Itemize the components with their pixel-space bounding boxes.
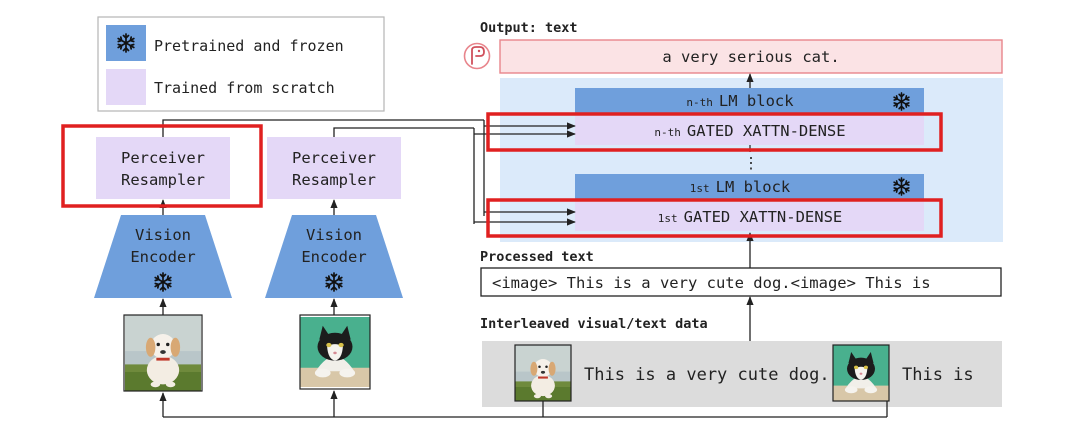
highlight-first-xattn bbox=[486, 198, 943, 238]
scratch-legend-swatch bbox=[106, 69, 146, 105]
interleaved-data-heading: Interleaved visual/text data bbox=[480, 316, 708, 332]
left-resampler-line2: Resampler bbox=[121, 171, 205, 189]
legend-frozen-label: Pretrained and frozen bbox=[154, 37, 344, 55]
right-perceiver-resampler bbox=[267, 137, 401, 199]
first-lm-block bbox=[575, 174, 924, 199]
first-gated-xattn-dense bbox=[575, 202, 924, 231]
right-encoder-line1: Vision bbox=[306, 226, 362, 244]
interleaved-cat-image bbox=[832, 344, 890, 402]
highlight-boxes bbox=[61, 112, 943, 238]
left-perceiver-resampler bbox=[96, 137, 230, 199]
interleaved-text-segment-2: This is bbox=[902, 365, 974, 385]
interleaved-dog-image bbox=[514, 344, 572, 402]
right-cat-image bbox=[299, 314, 371, 390]
highlight-left-resampler bbox=[61, 124, 263, 208]
output-heading: Output: text bbox=[480, 20, 578, 36]
nth-gated-xattn-dense bbox=[575, 116, 924, 145]
right-resampler-line2: Resampler bbox=[292, 171, 376, 189]
model-logo-icon bbox=[463, 42, 491, 70]
legend-scratch-label: Trained from scratch bbox=[154, 79, 335, 97]
left-resampler-line1: Perceiver bbox=[121, 149, 205, 167]
resampler-to-xattn-connectors bbox=[162, 119, 576, 226]
right-vision-branch: Perceiver Resampler Vision Encoder bbox=[265, 137, 403, 390]
output-text-box bbox=[499, 39, 1003, 74]
highlight-nth-xattn bbox=[486, 112, 943, 152]
left-encoder-line1: Vision bbox=[135, 226, 191, 244]
image-routing-lines bbox=[159, 390, 888, 418]
processed-text-box bbox=[480, 267, 1002, 297]
left-vision-encoder bbox=[94, 215, 232, 298]
processed-text: <image> This is a very cute dog.<image> … bbox=[492, 274, 931, 292]
layer-ellipsis: ⋮ bbox=[743, 154, 759, 172]
processed-text-heading: Processed text bbox=[480, 249, 594, 265]
legend: Pretrained and frozen Trained from scrat… bbox=[97, 16, 385, 112]
nth-lm-block bbox=[575, 88, 924, 113]
right-resampler-line1: Perceiver bbox=[292, 149, 376, 167]
right-vision-encoder bbox=[265, 215, 403, 298]
output-text: a very serious cat. bbox=[662, 48, 839, 66]
left-encoder-line2: Encoder bbox=[130, 248, 195, 266]
left-vision-branch: Perceiver Resampler Vision Encoder bbox=[94, 137, 232, 392]
right-encoder-line2: Encoder bbox=[301, 248, 366, 266]
interleaved-text-segment-1: This is a very cute dog. bbox=[584, 365, 830, 385]
left-dog-image bbox=[123, 314, 203, 392]
